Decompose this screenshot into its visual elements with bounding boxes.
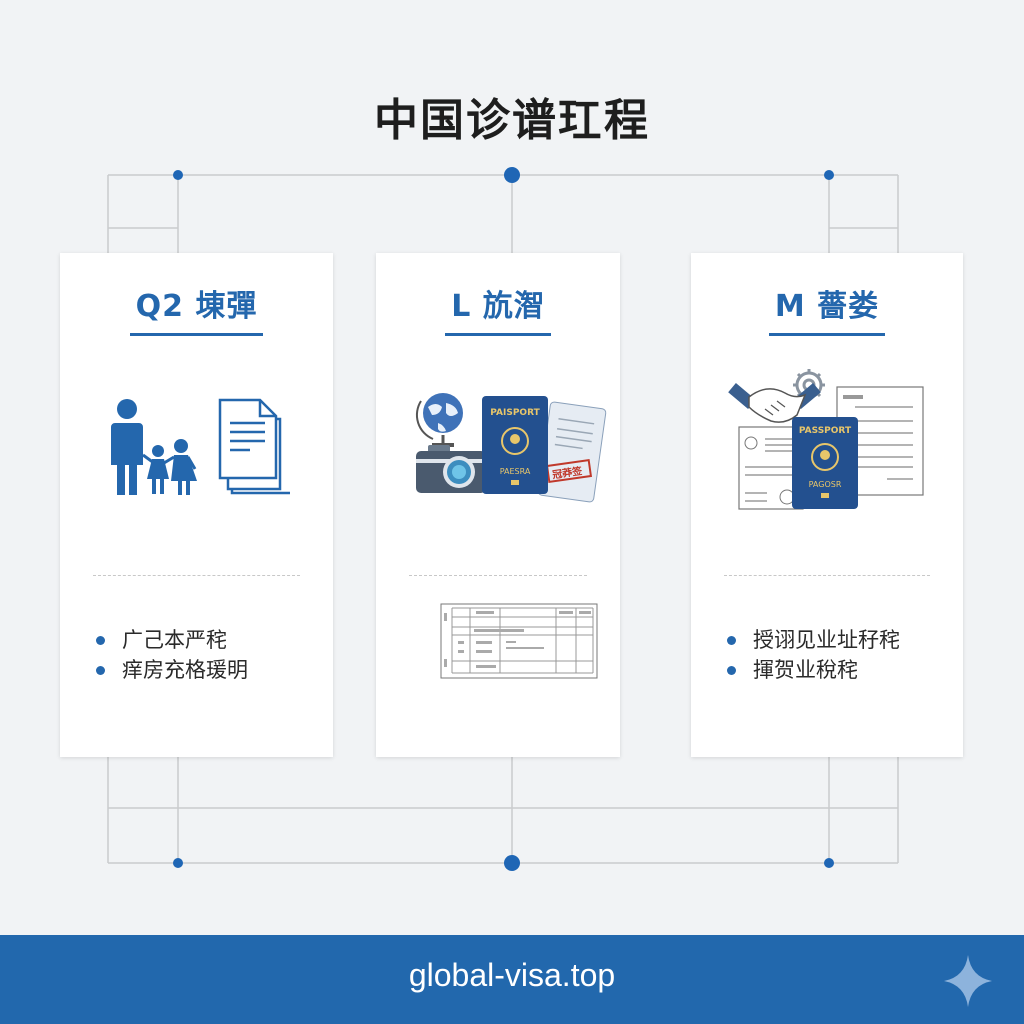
list-item: 授诩见业址秄秺	[727, 625, 900, 655]
sparkle-icon	[944, 955, 992, 1007]
card-title: M 薔娄	[768, 281, 886, 336]
card-l-visa[interactable]: L 斻潪	[376, 253, 620, 757]
connector-dot	[824, 170, 834, 180]
connector-dot	[173, 170, 183, 180]
card-divider	[409, 575, 587, 576]
visa-stamp: 冠莽签	[551, 464, 584, 481]
connector-dot	[173, 858, 183, 868]
connector-dot	[504, 855, 520, 871]
requirements-list: 授诩见业址秄秺 揮贺业稅秺	[727, 625, 900, 685]
connector-dot	[824, 858, 834, 868]
documents-icon	[218, 398, 290, 495]
svg-text:PASSPORT: PASSPORT	[799, 426, 852, 436]
card-q2-visa[interactable]: Q2 埬彈	[60, 253, 333, 757]
card-title: L 斻潪	[445, 281, 551, 336]
card-m-visa[interactable]: M 薔娄	[691, 253, 963, 757]
family-icon	[111, 399, 197, 495]
card-title: Q2 埬彈	[129, 281, 264, 336]
itinerary-table	[440, 603, 598, 679]
camera-icon	[416, 445, 486, 493]
passport-icon: PASSPORT PAGOSR	[792, 417, 858, 509]
card-divider	[724, 575, 930, 576]
page-title: 中国诊谱玒程	[374, 95, 650, 146]
footer-banner: global-visa.top	[0, 935, 1024, 1024]
list-item: 痒房充格瑗明	[96, 655, 248, 685]
list-item: 广己本严秺	[96, 625, 248, 655]
globe-icon	[415, 393, 463, 447]
svg-text:PAISPORT: PAISPORT	[490, 408, 540, 418]
site-link[interactable]: global-visa.top	[408, 957, 616, 993]
handshake-icon	[728, 383, 821, 423]
visa-document-icon: 冠莽签	[537, 401, 607, 503]
passport-icon: PAISPORT PAESRA	[482, 396, 548, 494]
requirements-list: 广己本严秺 痒房充格瑗明	[96, 625, 248, 685]
svg-text:PAESRA: PAESRA	[500, 467, 531, 476]
card-divider	[93, 575, 300, 576]
svg-text:PAGOSR: PAGOSR	[809, 480, 842, 489]
connector-dot	[504, 167, 520, 183]
list-item: 揮贺业稅秺	[727, 655, 900, 685]
connector-framework	[107, 167, 899, 871]
